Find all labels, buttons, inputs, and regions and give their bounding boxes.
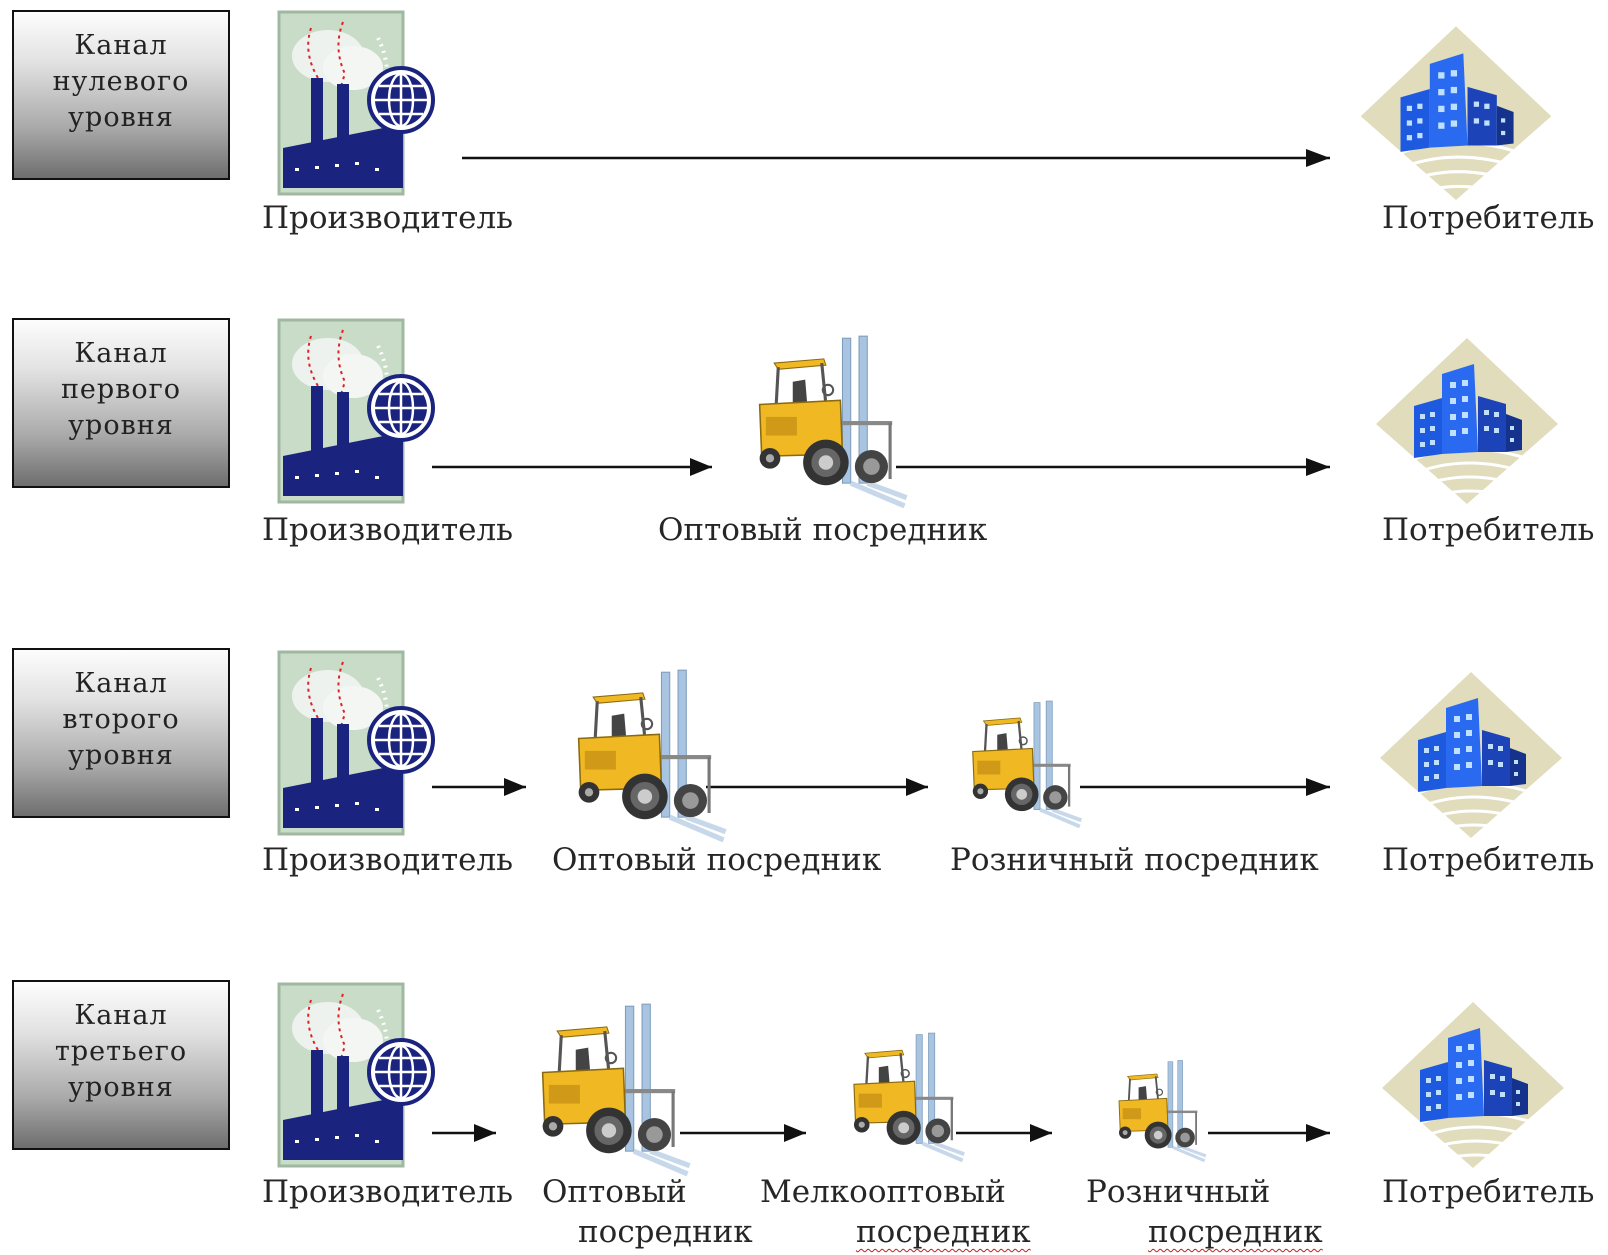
- forklift-icon: [1110, 1058, 1210, 1162]
- factory-icon: [268, 980, 438, 1170]
- label-line: Канал: [74, 30, 168, 61]
- label-line: Канал: [74, 1000, 168, 1031]
- label-line: третьего: [54, 1036, 188, 1067]
- retail-caption-line2: посредник: [1148, 1214, 1323, 1250]
- label-line: второго: [62, 704, 180, 735]
- label-line: нулевого: [52, 66, 190, 97]
- channel-label-first-level: Канал первого уровня: [12, 318, 230, 488]
- forklift-icon: [522, 1000, 702, 1176]
- factory-icon: [268, 8, 438, 198]
- label-line: уровня: [68, 410, 174, 441]
- small-wholesale-caption-line1: Мелкооптовый: [760, 1174, 1006, 1210]
- forklift-icon: [840, 1030, 972, 1162]
- retail-caption: Розничный посредник: [950, 842, 1319, 878]
- wholesale-caption-line1: Оптовый: [542, 1174, 687, 1210]
- channel-label-zero-level: Канал нулевого уровня: [12, 10, 230, 180]
- consumer-caption: Потребитель: [1382, 842, 1595, 878]
- channel-label-third-level: Канал третьего уровня: [12, 980, 230, 1150]
- forklift-icon: [738, 332, 920, 508]
- consumer-caption: Потребитель: [1382, 512, 1595, 548]
- factory-icon: [268, 648, 438, 838]
- factory-icon: [268, 316, 438, 506]
- producer-caption: Производитель: [262, 200, 514, 236]
- consumer-caption: Потребитель: [1382, 200, 1595, 236]
- label-line: уровня: [68, 102, 174, 133]
- label-line: уровня: [68, 1072, 174, 1103]
- producer-caption: Производитель: [262, 842, 514, 878]
- label-line: Канал: [74, 668, 168, 699]
- consumer-building-icon: [1376, 664, 1566, 842]
- label-line: уровня: [68, 740, 174, 771]
- channel-label-second-level: Канал второго уровня: [12, 648, 230, 818]
- small-wholesale-caption-line2: посредник: [856, 1214, 1031, 1250]
- consumer-building-icon: [1356, 22, 1556, 200]
- consumer-caption: Потребитель: [1382, 1174, 1595, 1210]
- wholesale-caption: Оптовый посредник: [552, 842, 882, 878]
- retail-caption-line1: Розничный: [1086, 1174, 1271, 1210]
- wholesale-caption-line2: посредник: [578, 1214, 753, 1250]
- consumer-building-icon: [1372, 330, 1562, 508]
- producer-caption: Производитель: [262, 512, 514, 548]
- consumer-building-icon: [1378, 994, 1568, 1172]
- producer-caption: Производитель: [262, 1174, 514, 1210]
- label-line: Канал: [74, 338, 168, 369]
- label-line: первого: [60, 374, 182, 405]
- forklift-icon: [958, 698, 1090, 828]
- forklift-icon: [558, 666, 738, 842]
- wholesale-caption: Оптовый посредник: [658, 512, 988, 548]
